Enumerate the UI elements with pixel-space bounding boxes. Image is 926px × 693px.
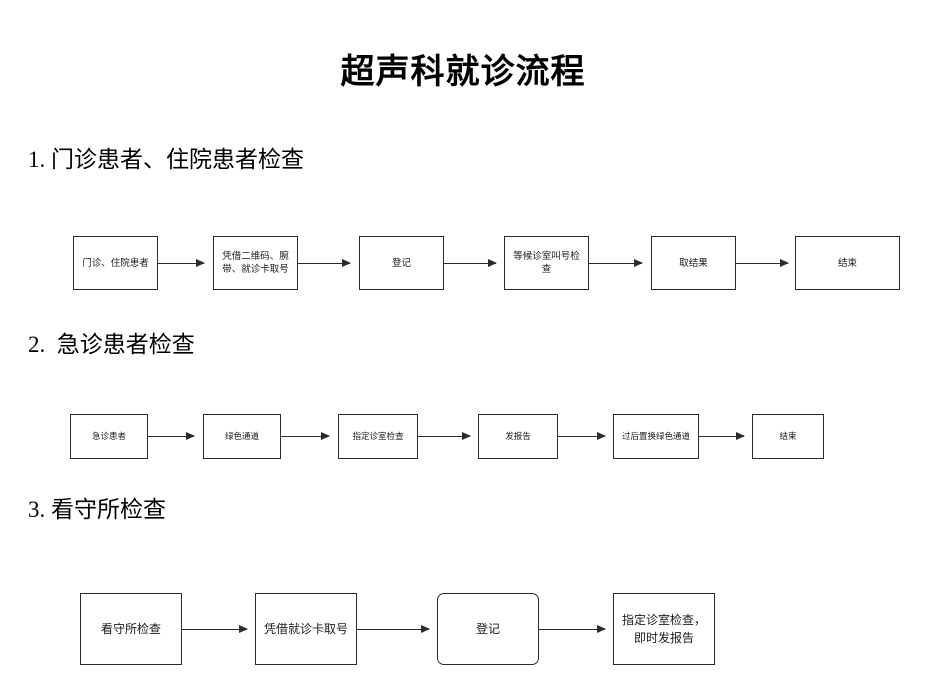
flow-node-label: 等候诊室叫号检查	[513, 251, 580, 275]
flow-node[interactable]: 凭借就诊卡取号	[255, 593, 357, 665]
flow-node[interactable]: 看守所检查	[80, 593, 182, 665]
flow-node[interactable]: 发报告	[478, 414, 558, 459]
flow-node-label: 登记	[475, 622, 500, 636]
flow-arrow-icon	[418, 432, 471, 441]
flow-node[interactable]: 登记	[359, 236, 444, 290]
flow-node[interactable]: 登记	[437, 593, 539, 665]
flow-node-label: 凭借二维码、腕带、就诊卡取号	[222, 251, 289, 275]
page-title: 超声科就诊流程	[340, 54, 586, 91]
flow-arrow-icon	[444, 259, 497, 268]
flow-node[interactable]: 指定诊室检查	[338, 414, 418, 459]
flow-node[interactable]: 等候诊室叫号检查	[504, 236, 589, 290]
flow-node[interactable]: 凭借二维码、腕带、就诊卡取号	[213, 236, 298, 290]
flow-arrow-icon	[158, 259, 205, 268]
section-heading-2: 2. 急诊患者检查	[28, 332, 195, 357]
flowchart-row-detention: 看守所检查 凭借就诊卡取号 登记 指定诊室检查，即时发报告	[0, 588, 926, 670]
flow-arrow-icon	[736, 259, 789, 268]
flow-node[interactable]: 门诊、住院患者	[73, 236, 158, 290]
flow-arrow-icon	[357, 625, 430, 634]
section-heading-1: 1. 门诊患者、住院患者检查	[28, 147, 304, 172]
flow-node[interactable]: 取结果	[651, 236, 736, 290]
flowchart-row-outpatient: 门诊、住院患者 凭借二维码、腕带、就诊卡取号 登记 等候诊室叫号检查 取结果 结…	[0, 232, 926, 294]
flow-node-label: 绿色通道	[224, 431, 259, 441]
flow-node-label: 取结果	[679, 257, 708, 269]
flow-node[interactable]: 结束	[752, 414, 824, 459]
flow-arrow-icon	[589, 259, 643, 268]
flow-arrow-icon	[539, 625, 606, 634]
flow-arrow-icon	[558, 432, 606, 441]
flow-node-label: 指定诊室检查	[352, 431, 404, 441]
flow-arrow-icon	[148, 432, 195, 441]
flow-node[interactable]: 结束	[795, 236, 900, 290]
section-heading-3: 3. 看守所检查	[28, 497, 166, 522]
flowchart-row-emergency: 急诊患者 绿色通道 指定诊室检查 发报告 过后置换绿色通道 结束	[0, 410, 926, 462]
flow-node[interactable]: 过后置换绿色通道	[613, 414, 699, 459]
flow-node-label: 指定诊室检查，即时发报告	[621, 613, 706, 645]
flow-node[interactable]: 绿色通道	[203, 414, 281, 459]
flow-node-label: 结束	[779, 431, 797, 441]
flow-node[interactable]: 急诊患者	[70, 414, 148, 459]
flow-node-label: 急诊患者	[91, 431, 126, 441]
flow-node-label: 发报告	[505, 431, 531, 441]
flow-node[interactable]: 指定诊室检查，即时发报告	[613, 593, 715, 665]
flow-arrow-icon	[298, 259, 351, 268]
flow-node-label: 凭借就诊卡取号	[263, 622, 348, 636]
flow-node-label: 登记	[391, 257, 411, 269]
flow-node-label: 过后置换绿色通道	[621, 431, 690, 441]
flow-arrow-icon	[699, 432, 745, 441]
flow-arrow-icon	[281, 432, 330, 441]
flow-node-label: 门诊、住院患者	[82, 257, 149, 269]
flow-node-label: 看守所检查	[100, 622, 161, 636]
flow-node-label: 结束	[837, 257, 857, 269]
flow-arrow-icon	[182, 625, 248, 634]
